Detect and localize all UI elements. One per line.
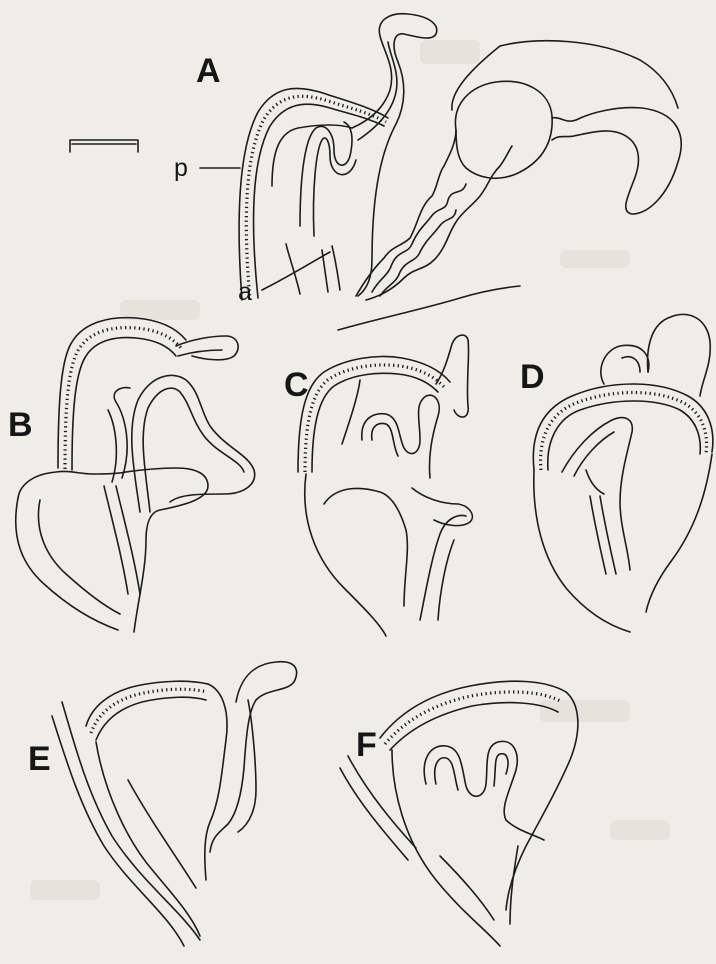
panel-label-d: D <box>520 358 545 396</box>
panel-label-f: F <box>356 726 377 764</box>
panel-b-drawing <box>16 318 255 632</box>
scale-bar <box>70 140 138 152</box>
panel-label-b: B <box>8 406 33 444</box>
paper-texture <box>30 40 670 900</box>
panel-e-drawing <box>52 662 297 946</box>
panel-d-drawing <box>533 314 713 632</box>
callout-label-a: a <box>238 278 252 306</box>
panel-c-drawing <box>298 335 472 636</box>
panel-label-a: A <box>196 52 221 90</box>
panel-f-drawing <box>340 681 578 946</box>
callout-line-a <box>262 252 330 290</box>
panel-label-e: E <box>28 740 51 778</box>
callout-label-p: p <box>174 154 188 182</box>
panel-label-c: C <box>284 366 309 404</box>
